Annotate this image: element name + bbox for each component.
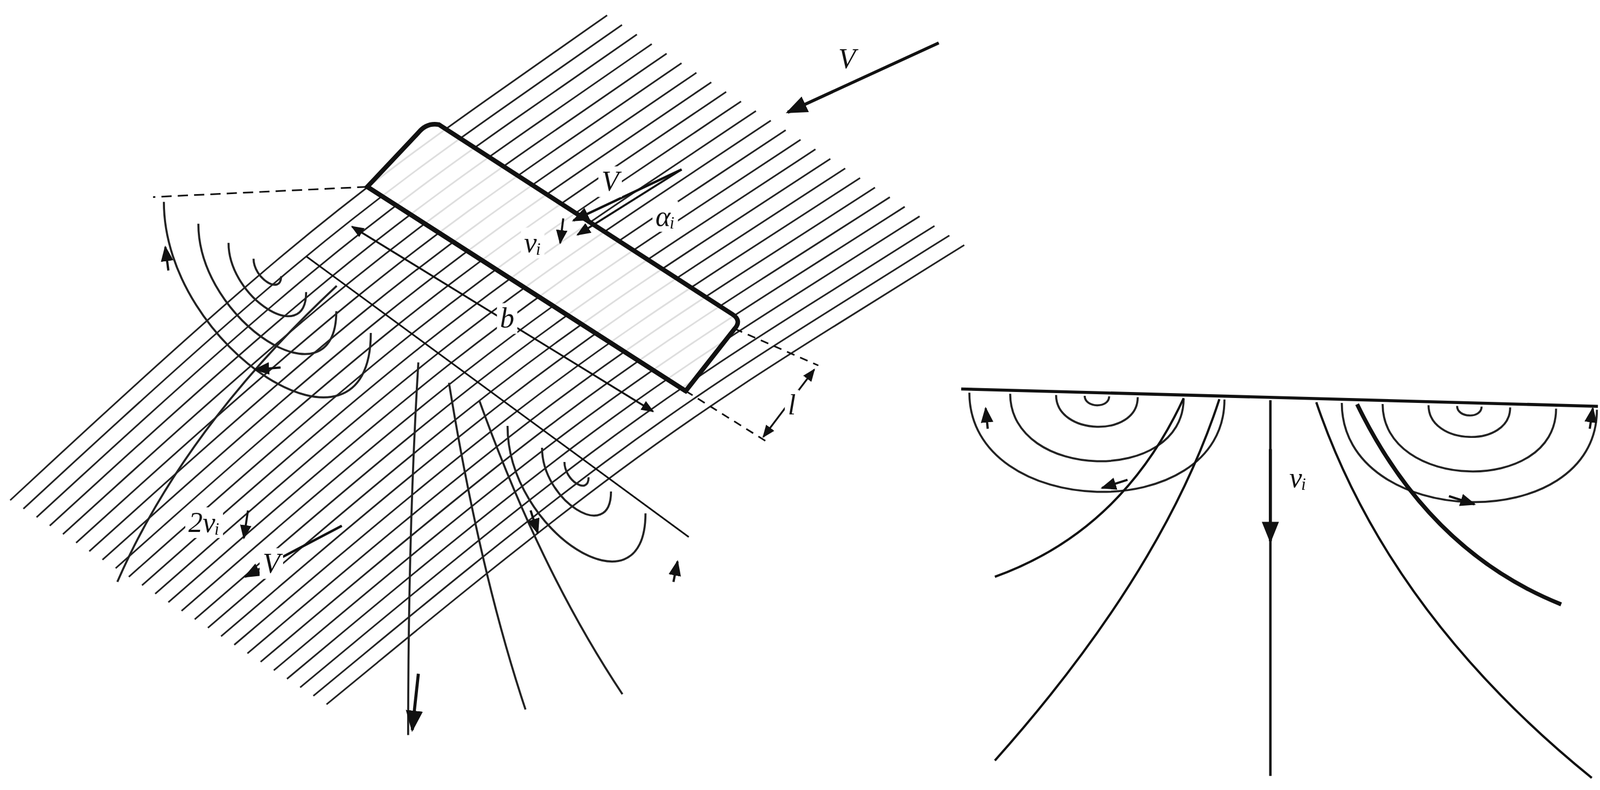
vortex-line [542,447,611,516]
vortex-line [507,425,646,562]
downwash-label: vᵢ [520,227,545,258]
streamline [155,120,772,594]
velocity-label: V [259,548,284,579]
freestream-velocity: V [834,43,859,75]
vortex-line [449,382,526,710]
streamline [142,110,756,586]
induced-angle: αᵢ [652,201,679,232]
downwash-label: vᵢ [1286,462,1310,493]
vortex-line [969,392,1225,492]
vortex-line [1341,402,1597,502]
vortex-line [1056,394,1138,427]
span-dimension: b [496,303,517,334]
vortex-line [1457,406,1482,416]
vortex-line [564,461,589,486]
downwash-label: 2vᵢ [185,507,223,538]
streamline [128,101,741,577]
velocity-label: V [598,166,622,197]
vortex-line [1382,403,1556,472]
vortex-line [253,258,281,285]
streamline [221,168,846,637]
vortex-line [117,285,337,582]
vortex-line [1428,404,1510,437]
vortex-line [479,401,623,694]
vortex-line [408,362,419,735]
vortex-line [1084,395,1110,405]
vortex-line [1010,393,1184,461]
chord-dimension: l [784,389,799,421]
vortex-line [228,242,307,316]
vortex-line [163,201,372,397]
